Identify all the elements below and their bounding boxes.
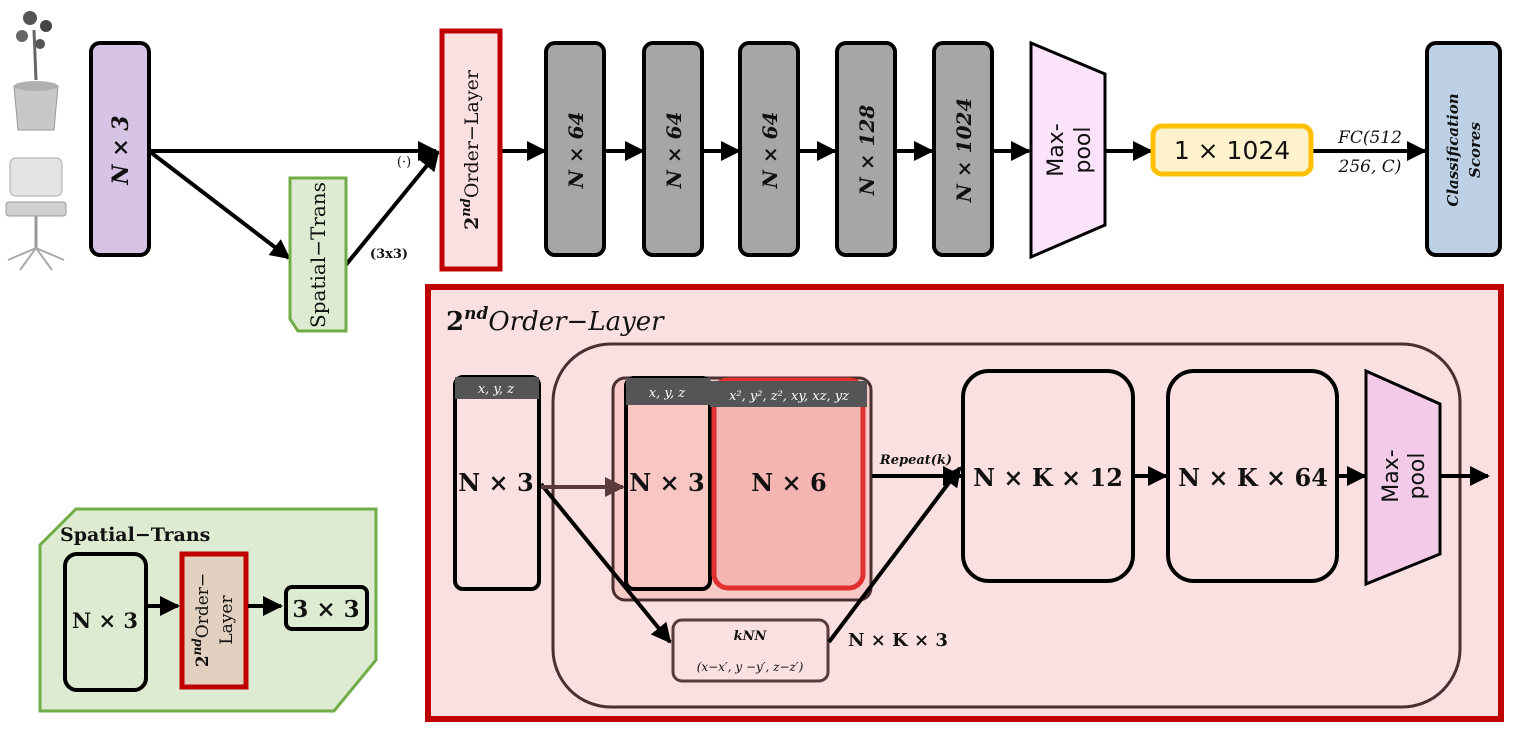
maxpool-label-2: pool [1071, 127, 1096, 174]
quad-tag: x², y², z², xy, xz, yz [729, 389, 849, 404]
feature-block-2: N × 64 [642, 41, 704, 257]
feature-block-label: N × 1024 [952, 98, 976, 204]
spatial-trans-block: Spatial−Trans [288, 176, 348, 333]
second-order-detail-panel: 2ndOrder−Layer x, y, z N × 3 x, y, z N ×… [425, 284, 1504, 722]
knn-formula: (x−x′, y −y′, z−z′) [697, 660, 804, 674]
detail-input-label: N × 3 [458, 468, 533, 497]
matrix-label: (3x3) [370, 247, 408, 262]
feature-block-label: N × 64 [662, 112, 686, 190]
detail-maxpool-label-1: Max- [1379, 449, 1404, 502]
maxpool-label-1: Max- [1044, 123, 1069, 176]
svg-text:2ndOrder−Layer: 2ndOrder−Layer [459, 69, 483, 230]
feature-block-label: N × 64 [564, 112, 588, 190]
detail-maxpool-label-2: pool [1405, 453, 1430, 500]
detail-title: 2ndOrder−Layer [446, 304, 665, 337]
second-order-base: 2 [461, 217, 483, 230]
chair-pointcloud-icon [5, 157, 67, 271]
concat-block-label: N × K × 12 [973, 463, 1123, 492]
spatial-layer-rest: Layer [217, 595, 237, 645]
input-block: N × 3 [89, 41, 151, 257]
spatial-trans-label: Spatial−Trans [306, 182, 330, 328]
global-feature-block: 1 × 1024 [1150, 123, 1314, 177]
spatial-detail-title: Spatial−Trans [60, 524, 210, 546]
maxpool-block: Max- pool [1029, 40, 1107, 260]
svg-text:2ndOrder−: 2ndOrder− [190, 573, 213, 667]
repeat-label: Repeat(k) [879, 453, 952, 468]
plant-pointcloud-icon [13, 11, 59, 131]
input-tag: x, y, z [478, 382, 514, 397]
xyz-tag: x, y, z [649, 386, 685, 401]
xyz-block-label: N × 3 [629, 468, 704, 497]
spatial-output-label: 3 × 3 [292, 596, 359, 623]
global-feature-label: 1 × 1024 [1174, 136, 1290, 165]
fc-label-2: 256, C) [1338, 157, 1402, 177]
feature-block-label: N × 64 [758, 112, 782, 190]
spatial-trans-detail-panel: Spatial−Trans N × 3 2ndOrder− Layer 3 × … [38, 507, 378, 713]
feature-block-1: N × 64 [544, 41, 606, 257]
feature-block-4: N × 128 [835, 41, 897, 257]
input-block-label: N × 3 [108, 115, 134, 185]
knn-output-label: N × K × 3 [848, 630, 948, 651]
scores-label-1: Classification [1444, 93, 1462, 206]
fc-label-1: FC(512 [1337, 128, 1402, 148]
feature-block-label: N × 128 [855, 105, 879, 197]
feature-block-5: N × 1024 [932, 41, 994, 257]
top-connectors [147, 141, 1427, 268]
feat-block-label: N × K × 64 [1178, 463, 1328, 492]
classification-scores-block: Classification Scores [1425, 41, 1502, 257]
second-order-layer-block: 2ndOrder−Layer [439, 28, 503, 272]
second-order-sup: nd [459, 198, 474, 217]
identity-label: (·) [397, 155, 411, 170]
second-order-rest: Order−Layer [461, 69, 483, 198]
scores-label-2: Scores [1466, 122, 1484, 178]
feature-block-3: N × 64 [738, 41, 800, 257]
quad-block-label: N × 6 [751, 468, 826, 497]
spatial-input-label: N × 3 [72, 608, 138, 633]
knn-label: kNN [734, 629, 768, 644]
